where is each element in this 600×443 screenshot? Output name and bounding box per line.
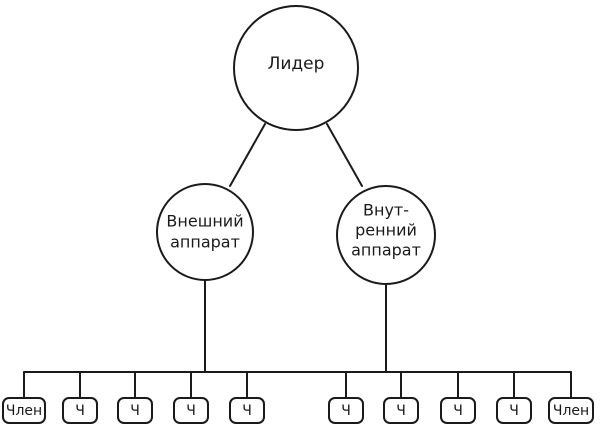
- leader-label: Лидер: [268, 54, 325, 74]
- member-label: Член: [6, 403, 42, 419]
- internal-apparatus-label-line-3: аппарат: [351, 241, 421, 260]
- member-box: Ч: [383, 397, 419, 424]
- member-label: Ч: [75, 403, 85, 419]
- member-box: Ч: [117, 397, 153, 424]
- member-label: Ч: [186, 403, 196, 419]
- member-box-frame: [2, 397, 46, 424]
- member-box-frame: [496, 397, 532, 424]
- member-label: Ч: [396, 403, 406, 419]
- leader-circle: [233, 5, 359, 131]
- member-box-frame: [548, 397, 594, 424]
- external-apparatus-circle: [156, 183, 254, 281]
- member-label: Ч: [453, 403, 463, 419]
- member-box: Член: [548, 397, 594, 424]
- member-box-frame: [328, 397, 364, 424]
- member-box-frame: [229, 397, 265, 424]
- member-box: Член: [2, 397, 46, 424]
- edge-leader-internal: [326, 123, 363, 187]
- member-box-frame: [383, 397, 419, 424]
- external-apparatus-label-line-1: Внешний: [166, 212, 243, 231]
- connectors: [23, 123, 572, 399]
- internal-apparatus-node: Внут- ренний аппарат: [336, 185, 436, 285]
- member-box: Ч: [328, 397, 364, 424]
- leader-node: Лидер: [233, 5, 359, 131]
- internal-apparatus-label-line-1: Внут-: [363, 201, 409, 220]
- external-apparatus-node: Внешний аппарат: [156, 183, 254, 281]
- member-box: Ч: [62, 397, 98, 424]
- members-row: Член Ч Ч Ч Ч Ч Ч Ч: [2, 397, 594, 424]
- member-box-frame: [62, 397, 98, 424]
- member-label: Ч: [130, 403, 140, 419]
- member-box: Ч: [440, 397, 476, 424]
- member-label: Ч: [242, 403, 252, 419]
- member-box-frame: [117, 397, 153, 424]
- member-box: Ч: [229, 397, 265, 424]
- member-box: Ч: [173, 397, 209, 424]
- member-label: Член: [553, 403, 589, 419]
- member-box-frame: [440, 397, 476, 424]
- member-box-frame: [173, 397, 209, 424]
- member-label: Ч: [341, 403, 351, 419]
- member-box: Ч: [496, 397, 532, 424]
- internal-apparatus-circle: [336, 185, 436, 285]
- external-apparatus-label-line-2: аппарат: [170, 233, 240, 252]
- member-label: Ч: [509, 403, 519, 419]
- edge-leader-external: [229, 123, 266, 187]
- internal-apparatus-label-line-2: ренний: [355, 221, 417, 240]
